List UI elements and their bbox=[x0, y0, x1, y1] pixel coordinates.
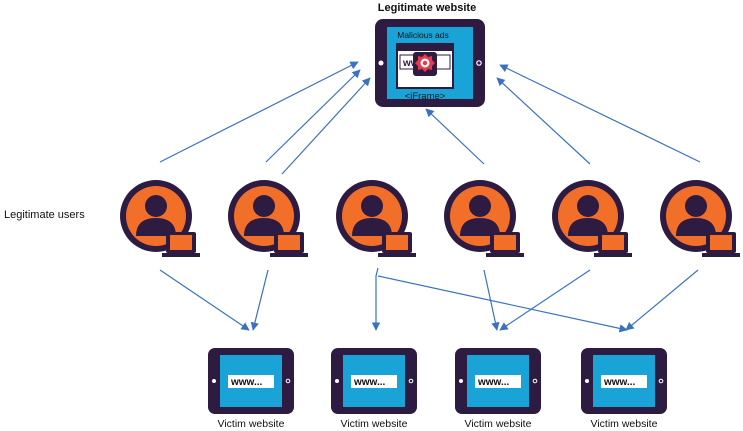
users-row bbox=[120, 180, 740, 257]
legitimate-website-tablet: Malicious ads ww <iFrame> bbox=[375, 19, 485, 107]
arrow bbox=[250, 269, 269, 331]
user-4 bbox=[444, 180, 524, 257]
laptop-icon bbox=[378, 232, 416, 257]
laptop-icon bbox=[270, 232, 308, 257]
arrow bbox=[371, 267, 381, 331]
arrow bbox=[377, 275, 628, 333]
victim-website-label: Victim website bbox=[341, 418, 408, 430]
victim-url-text: www... bbox=[353, 377, 386, 388]
user-6 bbox=[660, 180, 740, 257]
arrows-to-victim-websites bbox=[159, 267, 699, 333]
victim-3: www... bbox=[455, 348, 541, 414]
user-3 bbox=[336, 180, 416, 257]
arrows-to-legitimate-website bbox=[159, 61, 701, 175]
victim-website-label: Victim website bbox=[465, 418, 532, 430]
victim-website-label: Victim website bbox=[591, 418, 658, 430]
iframe-label: <iFrame> bbox=[405, 91, 446, 102]
victim-website-label: Victim website bbox=[218, 418, 285, 430]
laptop-icon bbox=[162, 232, 200, 257]
arrow bbox=[425, 108, 485, 165]
victim-2: www... bbox=[331, 348, 417, 414]
victim-url-text: www... bbox=[477, 377, 510, 388]
arrow bbox=[281, 77, 371, 175]
arrow bbox=[265, 69, 361, 163]
arrow bbox=[483, 269, 500, 331]
user-5 bbox=[552, 180, 632, 257]
malicious-ad-bug-icon bbox=[413, 52, 437, 76]
arrow bbox=[159, 269, 250, 331]
laptop-icon bbox=[486, 232, 524, 257]
laptop-icon bbox=[594, 232, 632, 257]
arrow bbox=[499, 64, 701, 163]
ad-url-text: ww bbox=[402, 58, 419, 69]
arrow bbox=[496, 77, 591, 165]
victim-1: www... bbox=[208, 348, 294, 414]
victim-4: www... bbox=[581, 348, 667, 414]
arrow bbox=[625, 269, 699, 331]
arrow bbox=[499, 269, 591, 331]
laptop-icon bbox=[702, 232, 740, 257]
legitimate-website-label: Legitimate website bbox=[378, 2, 476, 14]
victim-url-text: www... bbox=[603, 377, 636, 388]
victim-url-text: www... bbox=[230, 377, 263, 388]
user-1 bbox=[120, 180, 200, 257]
victim-websites-row: www... www... www... www... bbox=[208, 348, 667, 414]
arrow bbox=[159, 61, 359, 163]
malicious-ads-label: Malicious ads bbox=[397, 30, 449, 40]
legitimate-users-label: Legitimate users bbox=[4, 209, 85, 221]
user-2 bbox=[228, 180, 308, 257]
